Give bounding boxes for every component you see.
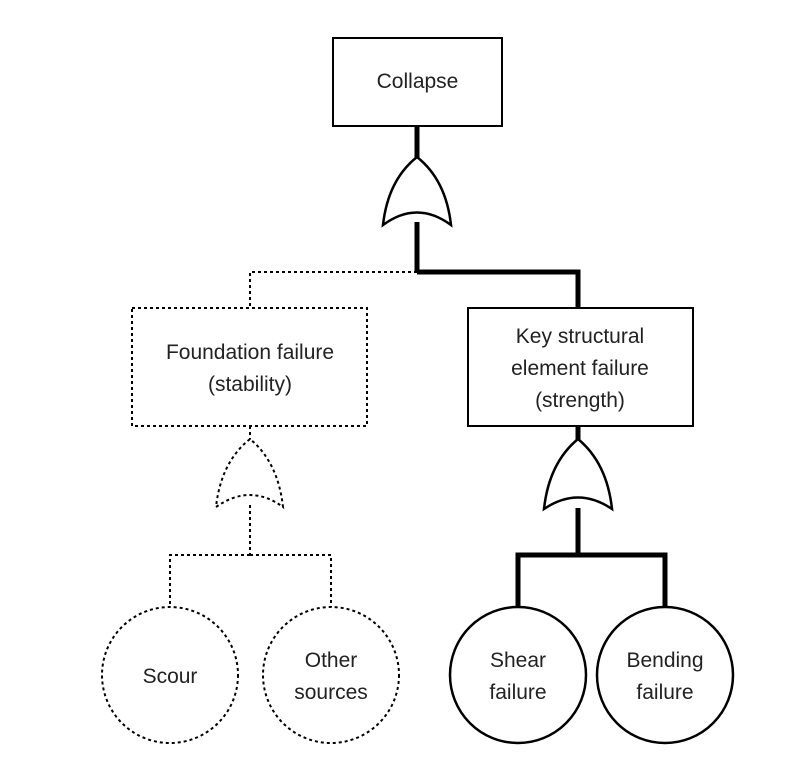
- shear-failure-label-line1: Shear: [490, 649, 546, 672]
- or-gate-icon-structural: [542, 437, 614, 512]
- or-gate-icon-top: [381, 155, 453, 228]
- bending-failure-label-line1: Bending: [626, 649, 703, 672]
- collapse-event-box: [332, 37, 503, 127]
- structural-failure-label-line1: Key structural: [516, 325, 644, 348]
- edge-structural-split-to-bending: [578, 552, 668, 608]
- edge-foundation-split-to-other: [250, 554, 332, 608]
- shear-failure-event-circle: [448, 605, 588, 745]
- bending-failure-event-circle: [595, 605, 735, 745]
- foundation-failure-label-line2: (stability): [208, 373, 292, 396]
- other-sources-label-line1: Other: [305, 649, 358, 672]
- or-gate-icon-foundation: [214, 437, 285, 510]
- edge-split-to-foundation: [249, 271, 417, 308]
- edge-split-to-structural: [417, 269, 581, 308]
- collapse-label: Collapse: [377, 70, 459, 93]
- foundation-failure-box: [131, 307, 368, 427]
- scour-label: Scour: [143, 665, 198, 688]
- structural-failure-label-line2: element failure: [511, 357, 649, 380]
- edge-foundation-split-to-scour: [169, 554, 250, 608]
- structural-failure-label-line3: (strength): [535, 389, 625, 412]
- foundation-failure-label-line1: Foundation failure: [166, 341, 334, 364]
- other-sources-event-circle: [262, 606, 400, 744]
- structural-failure-box: [467, 307, 694, 427]
- bending-failure-label-line2: failure: [636, 681, 693, 704]
- other-sources-label-line2: sources: [294, 681, 368, 704]
- shear-failure-label-line2: failure: [489, 681, 546, 704]
- scour-event-circle: [101, 606, 239, 744]
- edge-structural-split-to-shear: [515, 552, 578, 608]
